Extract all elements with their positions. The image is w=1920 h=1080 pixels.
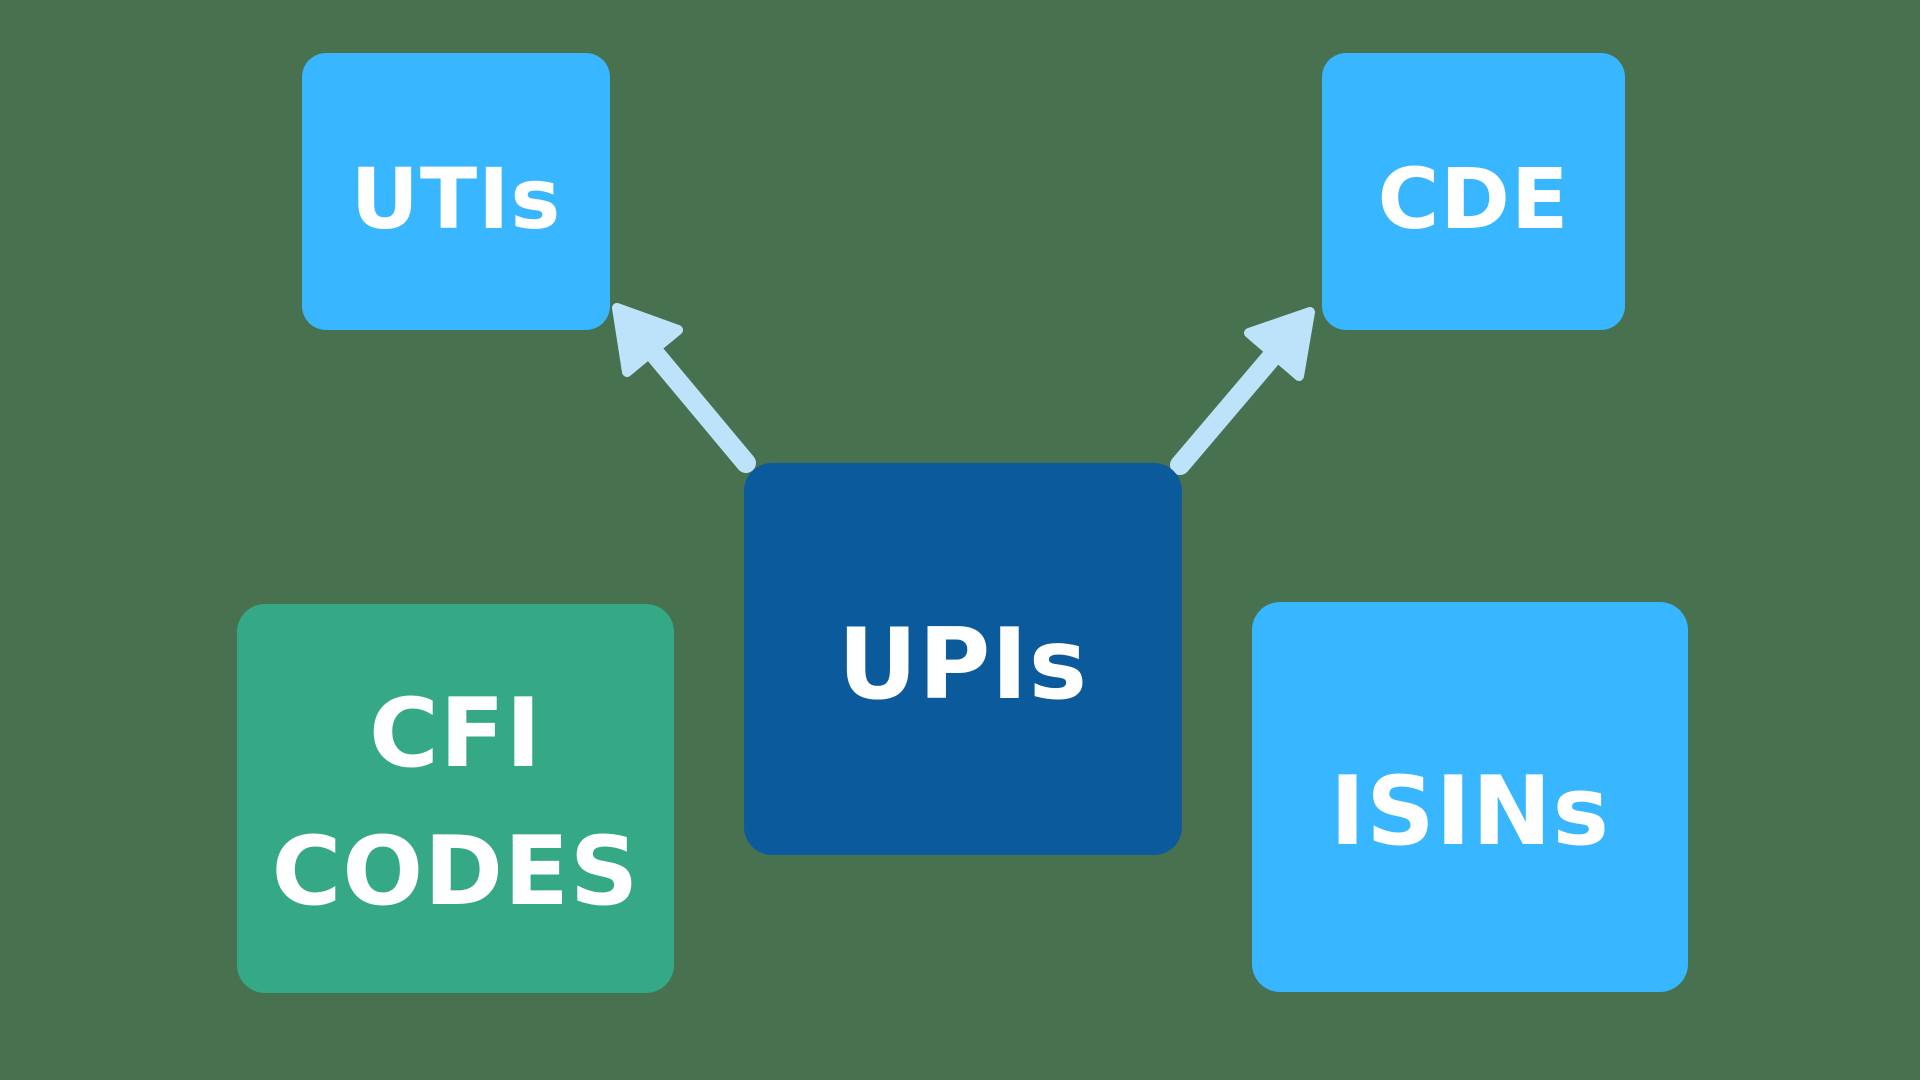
node-upis-label: UPIs <box>837 608 1089 722</box>
arrow-shaft <box>1170 342 1286 475</box>
node-isins: ISINs <box>1252 602 1688 992</box>
node-cde: CDE <box>1322 53 1625 330</box>
node-cfi-codes-label: CFI CODES <box>272 666 640 942</box>
arrow-upis-to-cde <box>1170 307 1315 475</box>
node-cfi-codes-line1: CFI <box>369 678 542 789</box>
node-isins-label: ISINs <box>1329 757 1611 867</box>
arrow-head <box>1244 307 1315 381</box>
node-utis-label: UTIs <box>350 149 562 248</box>
arrow-upis-to-utis <box>612 303 756 473</box>
arrow-head <box>612 303 683 377</box>
node-cfi-codes: CFI CODES <box>237 604 674 993</box>
arrow-shaft <box>640 338 756 473</box>
node-cde-label: CDE <box>1377 149 1570 248</box>
node-cfi-codes-line2: CODES <box>271 816 640 927</box>
node-utis: UTIs <box>302 53 610 330</box>
node-upis: UPIs <box>744 463 1182 855</box>
